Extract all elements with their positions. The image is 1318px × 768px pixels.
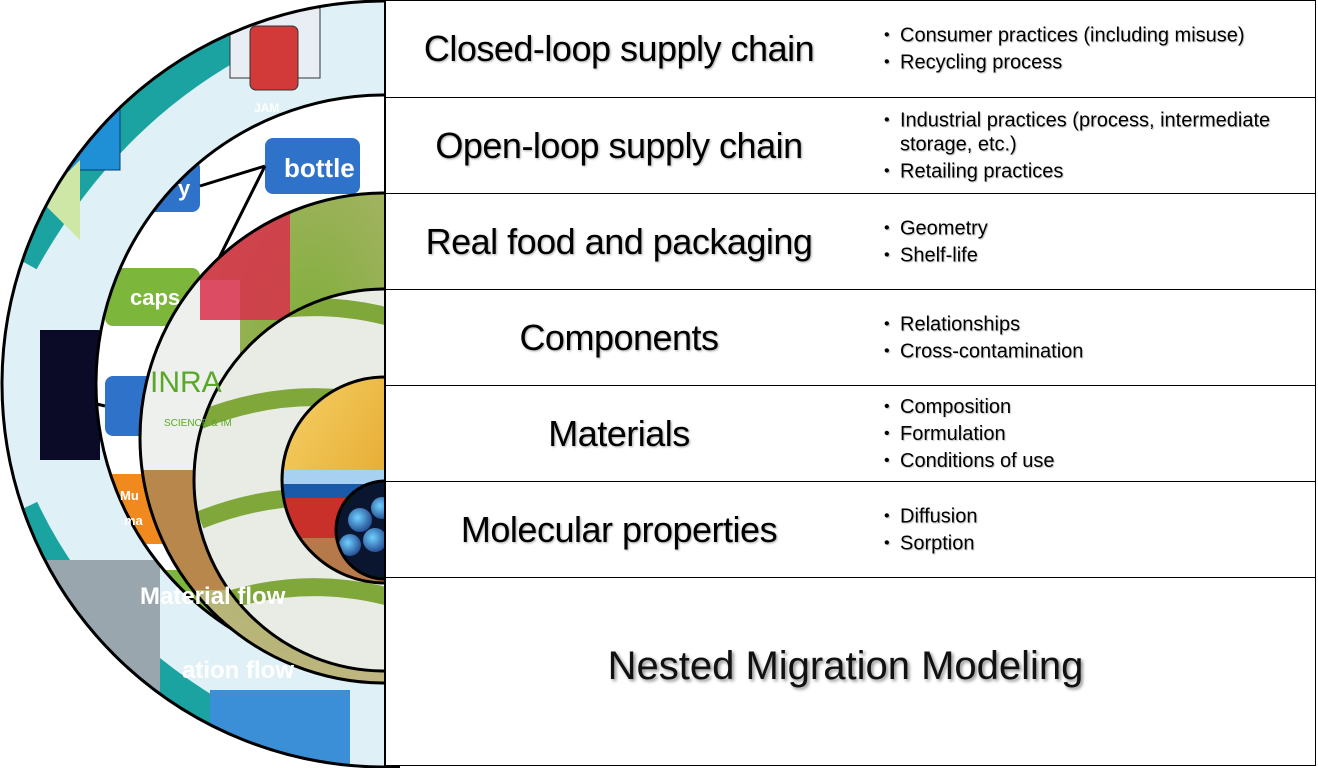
- row-bullets: Composition Formulation Conditions of us…: [884, 392, 1284, 476]
- art-label-multi: Mu: [120, 488, 139, 503]
- bullet-item: Diffusion: [884, 504, 1284, 528]
- art-label-bottle: bottle: [284, 153, 355, 183]
- row-components: Components Relationships Cross-contamina…: [386, 290, 1315, 386]
- bullet-item: Conditions of use: [884, 449, 1284, 473]
- row-bullets: Relationships Cross-contamination: [884, 309, 1284, 366]
- row-molecular: Molecular properties Diffusion Sorption: [386, 482, 1315, 578]
- bullet-item: Sorption: [884, 531, 1284, 555]
- art-label-caps: caps: [130, 285, 180, 310]
- footer-title: Nested Migration Modeling: [608, 644, 1084, 689]
- footer-title-area: Nested Migration Modeling: [386, 577, 1315, 765]
- nested-rings-illustration: JAM y bottle caps Mu ma INRA SCIENCE & I…: [0, 0, 400, 768]
- row-title: Open-loop supply chain: [386, 98, 852, 193]
- row-title: Real food and packaging: [386, 194, 852, 289]
- nested-scales-table: Closed-loop supply chain Consumer practi…: [384, 0, 1316, 766]
- row-materials: Materials Composition Formulation Condit…: [386, 386, 1315, 482]
- row-title: Molecular properties: [386, 482, 852, 577]
- row-bullets: Industrial practices (process, intermedi…: [884, 105, 1284, 186]
- bullet-item: Cross-contamination: [884, 339, 1284, 363]
- row-bullets: Diffusion Sorption: [884, 501, 1284, 558]
- bullet-item: Shelf-life: [884, 243, 1284, 267]
- art-label-information-flow: ation flow: [182, 657, 294, 684]
- art-label-inra-sub: SCIENCE & IM: [164, 418, 232, 429]
- row-open-loop: Open-loop supply chain Industrial practi…: [386, 98, 1315, 194]
- row-title: Closed-loop supply chain: [386, 1, 852, 97]
- art-label-y: y: [178, 176, 191, 201]
- bullet-item: Formulation: [884, 422, 1284, 446]
- row-bullets: Geometry Shelf-life: [884, 213, 1284, 270]
- bullet-item: Retailing practices: [884, 159, 1284, 183]
- art-label-inra: INRA: [150, 366, 222, 399]
- row-title: Materials: [386, 386, 852, 481]
- bullet-item: Recycling process: [884, 51, 1284, 75]
- bullet-item: Relationships: [884, 312, 1284, 336]
- bullet-item: Consumer practices (including misuse): [884, 24, 1284, 48]
- row-title: Components: [386, 290, 852, 385]
- bullet-item: Industrial practices (process, intermedi…: [884, 108, 1284, 156]
- bullet-item: Geometry: [884, 216, 1284, 240]
- row-bullets: Consumer practices (including misuse) Re…: [884, 21, 1284, 78]
- row-closed-loop: Closed-loop supply chain Consumer practi…: [386, 1, 1315, 98]
- bullet-item: Composition: [884, 395, 1284, 419]
- art-label-jar: JAM: [254, 101, 279, 115]
- row-real-food: Real food and packaging Geometry Shelf-l…: [386, 194, 1315, 290]
- art-label-multi2: ma: [124, 513, 144, 528]
- art-label-material-flow: Material flow: [140, 583, 286, 610]
